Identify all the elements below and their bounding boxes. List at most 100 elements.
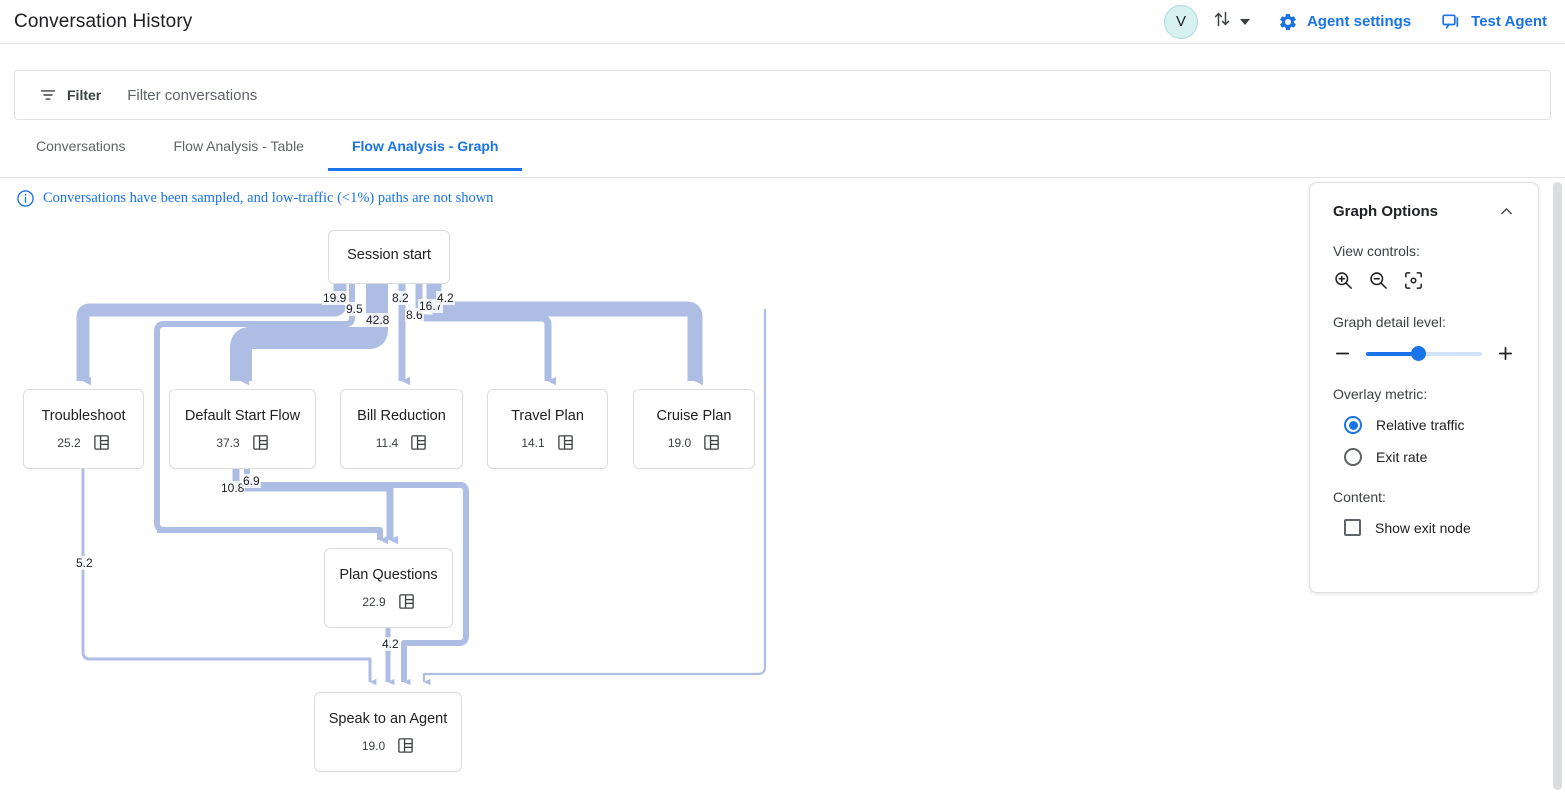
test-agent-label: Test Agent — [1471, 13, 1547, 30]
node-label: Plan Questions — [339, 567, 438, 583]
detail-level-slider-row — [1333, 344, 1515, 363]
tab-flow-analysis-graph[interactable]: Flow Analysis - Graph — [327, 134, 523, 171]
zoom-out-icon[interactable] — [1368, 270, 1389, 291]
graph-node-travel-plan[interactable]: Travel Plan 14.1 — [487, 389, 608, 469]
tab-bar: Conversations Flow Analysis - Table Flow… — [0, 134, 1565, 178]
sort-order-dropdown[interactable] — [1212, 9, 1250, 34]
node-value: 37.3 — [216, 435, 240, 450]
chevron-up-icon[interactable] — [1498, 203, 1515, 220]
agent-settings-button[interactable]: Agent settings — [1278, 12, 1411, 32]
node-value: 19.0 — [361, 738, 386, 753]
table-view-icon[interactable] — [252, 434, 269, 451]
sort-arrows-icon — [1212, 9, 1232, 34]
edge-label: 6.9 — [242, 474, 261, 488]
graph-node-bill-reduction[interactable]: Bill Reduction 11.4 — [340, 389, 463, 469]
radio-relative-traffic[interactable]: Relative traffic — [1333, 416, 1515, 434]
edge-label: 9.5 — [345, 302, 364, 316]
scrollbar-thumb[interactable] — [1553, 182, 1562, 790]
edge-label: 4.2 — [436, 291, 455, 305]
node-metrics: 22.9 — [362, 593, 414, 610]
graph-node-cruise-plan[interactable]: Cruise Plan 19.0 — [633, 389, 755, 469]
edge-label: 8.2 — [391, 291, 410, 305]
view-controls-group — [1333, 270, 1515, 291]
tab-flow-analysis-table[interactable]: Flow Analysis - Table — [173, 138, 304, 154]
radio-exit-rate[interactable]: Exit rate — [1333, 448, 1515, 466]
table-view-icon[interactable] — [93, 434, 110, 451]
overlay-metric-label: Overlay metric: — [1333, 386, 1428, 402]
filter-icon[interactable] — [39, 86, 57, 104]
chat-bubble-icon — [1441, 12, 1462, 32]
checkbox-label: Show exit node — [1375, 519, 1471, 536]
header-actions: V Agent settings — [1163, 0, 1565, 43]
edge-label: 10.8 — [220, 481, 246, 495]
app-header: Conversation History V Agent settings — [0, 0, 1565, 44]
graph-options-title: Graph Options — [1333, 203, 1438, 220]
node-label: Session start — [347, 247, 431, 263]
table-view-icon[interactable] — [398, 593, 415, 610]
content-label: Content: — [1333, 489, 1386, 505]
detail-level-label: Graph detail level: — [1333, 314, 1446, 330]
node-metrics: 19.0 — [668, 434, 720, 451]
info-icon — [16, 189, 35, 208]
slider-fill — [1366, 351, 1419, 356]
node-value: 11.4 — [375, 435, 399, 450]
checkbox-show-exit-node[interactable]: Show exit node — [1333, 519, 1515, 536]
node-metrics: 19.0 — [362, 737, 414, 754]
graph-node-plan-questions[interactable]: Plan Questions 22.9 — [324, 548, 453, 628]
table-view-icon[interactable] — [557, 434, 574, 451]
node-label: Bill Reduction — [357, 408, 446, 424]
node-metrics: 11.4 — [376, 434, 427, 451]
fit-to-screen-icon[interactable] — [1403, 270, 1424, 291]
node-label: Cruise Plan — [656, 408, 732, 424]
node-label: Default Start Flow — [184, 408, 301, 424]
avatar-initial: V — [1175, 13, 1186, 30]
node-metrics: 14.1 — [521, 434, 573, 451]
edge-label: 42.8 — [365, 313, 391, 327]
slider-thumb[interactable] — [1410, 346, 1426, 361]
table-view-icon[interactable] — [410, 434, 427, 451]
plus-icon[interactable] — [1496, 344, 1515, 363]
zoom-in-icon[interactable] — [1333, 270, 1354, 291]
node-metrics: 37.3 — [216, 434, 268, 451]
view-controls-label: View controls: — [1333, 243, 1420, 259]
gear-icon — [1278, 12, 1298, 32]
edge-label: 4.2 — [381, 637, 400, 651]
radio-icon — [1344, 448, 1362, 466]
detail-level-slider[interactable] — [1366, 346, 1482, 361]
node-metrics: 25.2 — [57, 434, 109, 451]
table-view-icon[interactable] — [703, 434, 720, 451]
node-value: 19.0 — [667, 435, 692, 450]
node-label: Troubleshoot — [41, 408, 126, 424]
avatar[interactable]: V — [1163, 4, 1198, 39]
radio-label: Exit rate — [1376, 449, 1428, 465]
node-value: 14.1 — [521, 435, 545, 450]
radio-label: Relative traffic — [1376, 417, 1465, 433]
sampling-notice: Conversations have been sampled, and low… — [16, 189, 493, 208]
graph-options-header: Graph Options — [1333, 203, 1515, 220]
page-title: Conversation History — [14, 10, 193, 32]
node-label: Speak to an Agent — [328, 711, 448, 727]
filter-label: Filter — [67, 87, 102, 103]
minus-icon[interactable] — [1333, 344, 1352, 363]
flow-graph-canvas[interactable]: Session start Troubleshoot 25.2 Default … — [0, 178, 1540, 798]
checkbox-icon — [1344, 519, 1361, 536]
graph-node-troubleshoot[interactable]: Troubleshoot 25.2 — [23, 389, 144, 469]
edge-label: 5.2 — [75, 556, 94, 570]
graph-node-session-start[interactable]: Session start — [328, 230, 450, 284]
edge-label: 19.9 — [322, 291, 348, 305]
node-value: 25.2 — [57, 435, 81, 450]
node-value: 22.9 — [362, 594, 386, 609]
node-label: Travel Plan — [511, 408, 584, 424]
graph-node-default-start-flow[interactable]: Default Start Flow 37.3 — [169, 389, 316, 469]
graph-node-speak-to-an-agent[interactable]: Speak to an Agent 19.0 — [314, 692, 462, 772]
graph-options-panel: Graph Options View controls: — [1309, 182, 1539, 593]
tab-conversations[interactable]: Conversations — [36, 138, 126, 154]
table-view-icon[interactable] — [397, 737, 414, 754]
filter-bar: Filter — [14, 70, 1551, 120]
search-input[interactable] — [125, 85, 726, 105]
test-agent-button[interactable]: Test Agent — [1441, 12, 1547, 32]
sampling-notice-text: Conversations have been sampled, and low… — [43, 190, 494, 206]
agent-settings-label: Agent settings — [1306, 13, 1412, 30]
chevron-down-icon — [1239, 18, 1250, 25]
radio-icon — [1344, 416, 1362, 434]
